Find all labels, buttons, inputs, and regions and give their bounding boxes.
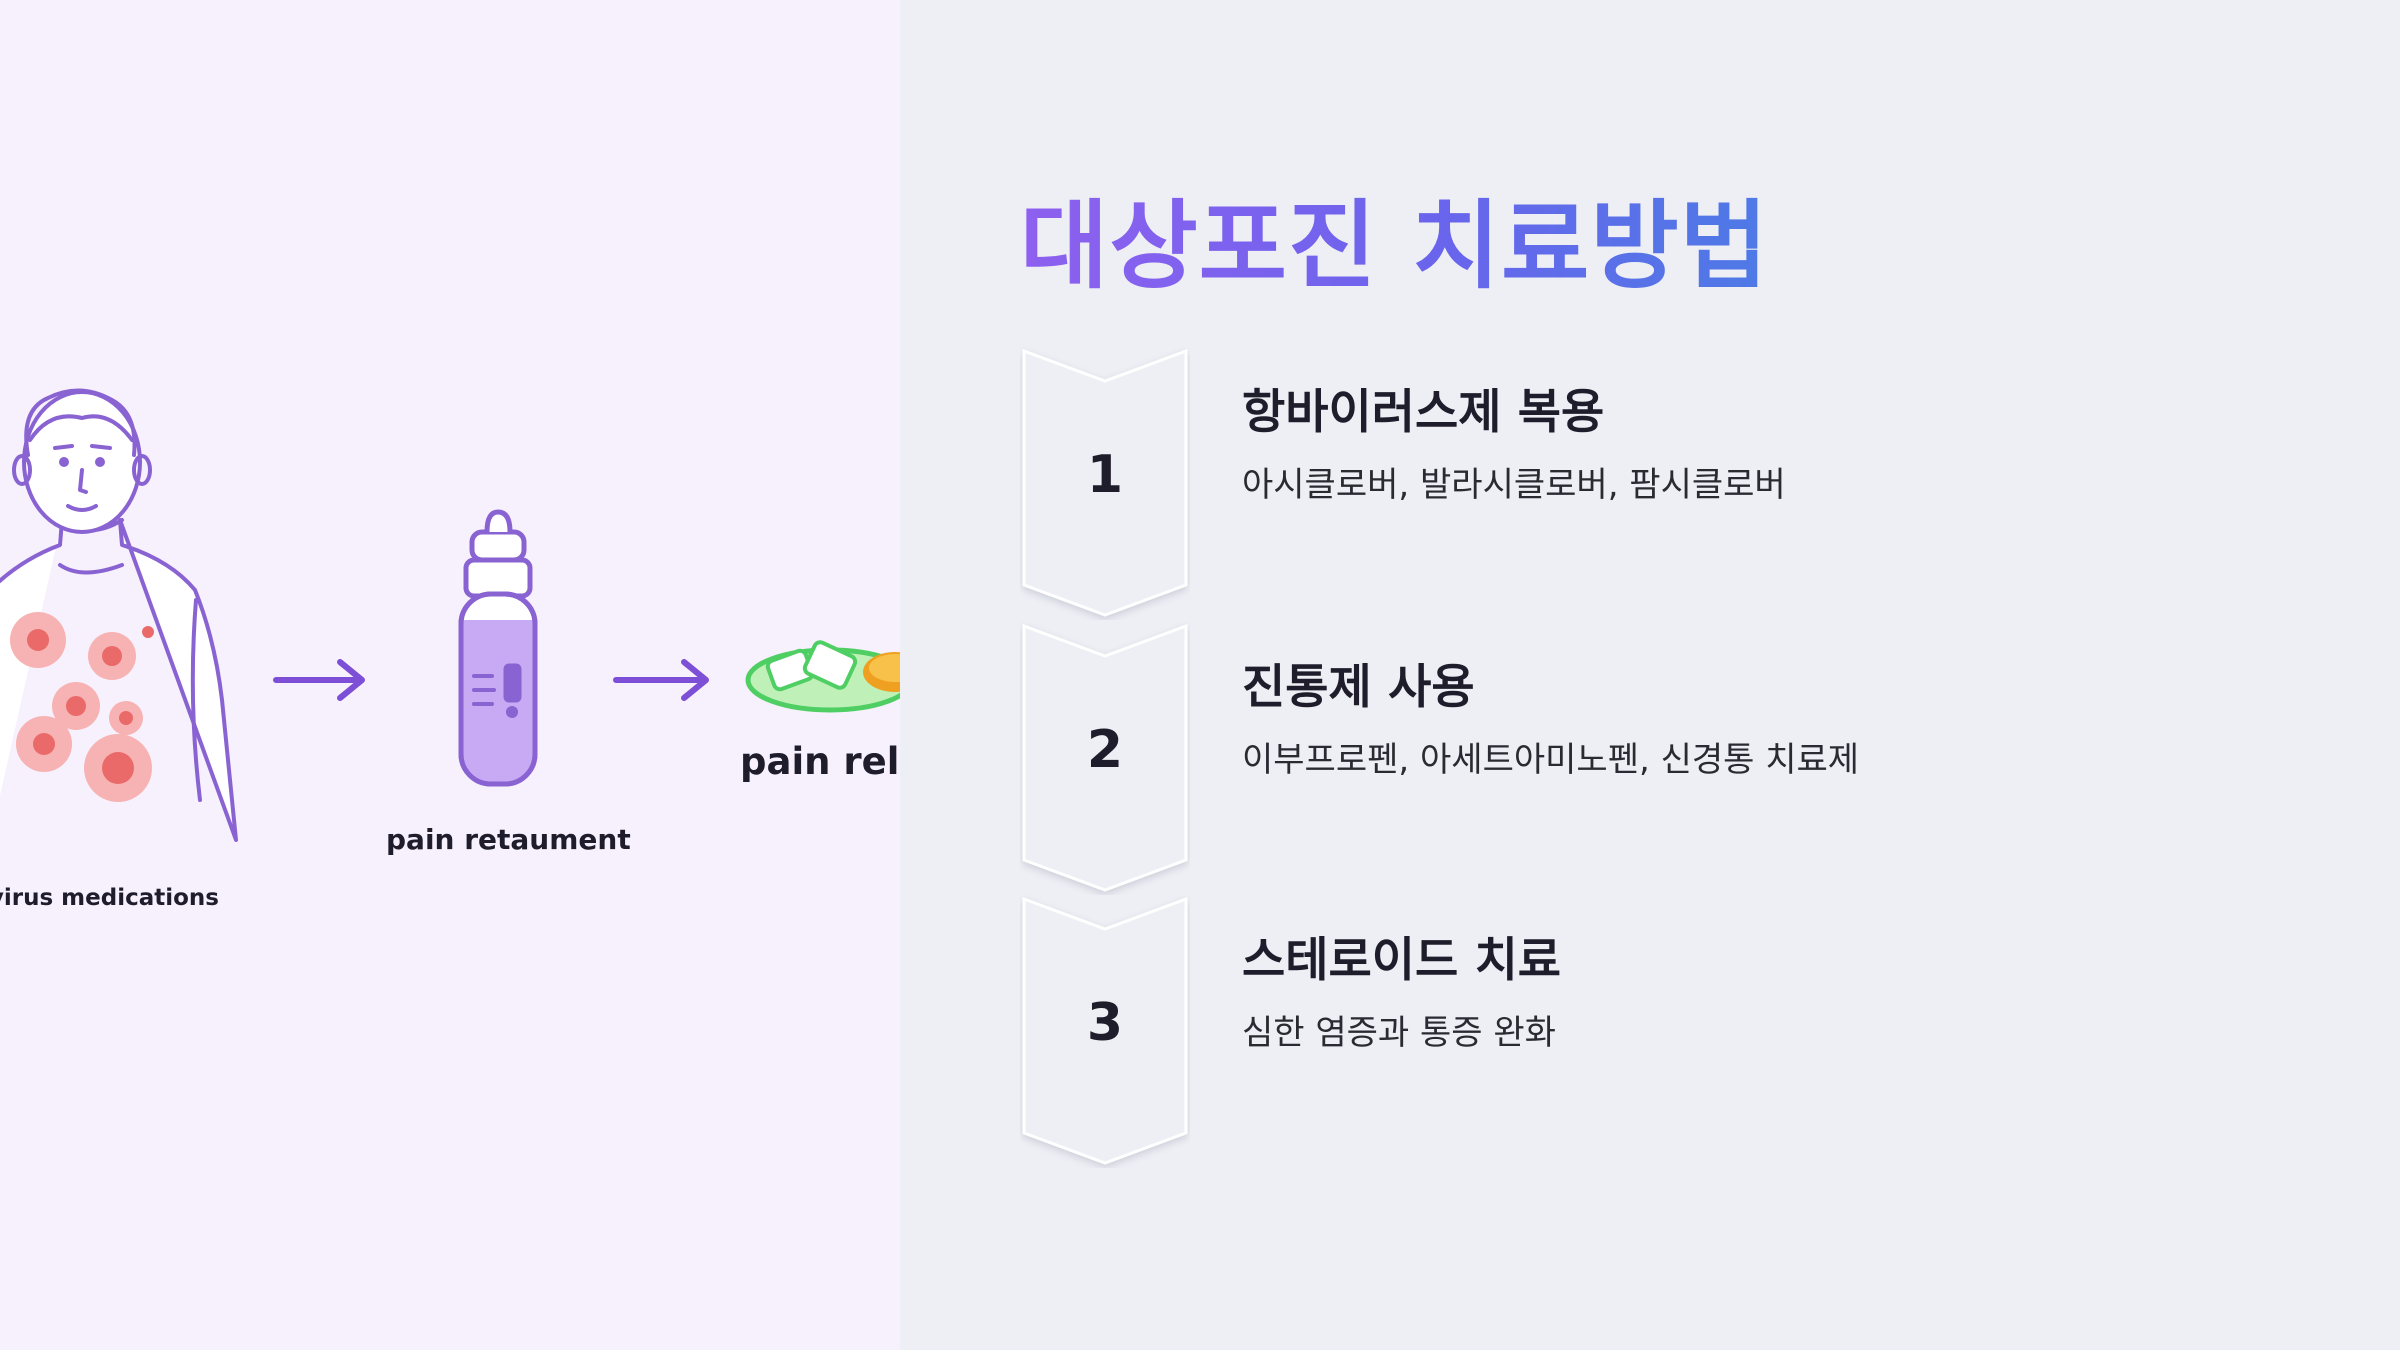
caption-pain-relief: pain relie (740, 740, 900, 783)
step-item: 3 스테로이드 치료 심한 염증과 통증 완화 (1020, 893, 2220, 1168)
chevron-badge (1022, 348, 1188, 617)
step-title: 스테로이드 치료 (1242, 933, 1562, 988)
page-title: 대상포진 치료방법 (1020, 168, 1769, 307)
step-number: 2 (1086, 720, 1124, 780)
step-title: 항바이러스제 복용 (1242, 385, 1605, 440)
pills-plate-icon (745, 640, 900, 713)
chevron-badge (1022, 896, 1188, 1165)
step-number: 3 (1086, 993, 1124, 1053)
step-description: 아시클로버, 발라시클로버, 팜시클로버 (1242, 465, 1786, 505)
medicine-bottle-icon (458, 509, 538, 787)
step-description: 심한 염증과 통증 완화 (1242, 1013, 1556, 1053)
caption-antivirus: tivirus medications (0, 885, 219, 911)
step-number: 1 (1086, 445, 1124, 505)
step-description: 이부프로펜, 아세트아미노펜, 신경통 치료제 (1242, 740, 1860, 780)
step-item: 2 진통제 사용 이부프로펜, 아세트아미노펜, 신경통 치료제 (1020, 620, 2220, 895)
step-item: 1 항바이러스제 복용 아시클로버, 발라시클로버, 팜시클로버 (1020, 345, 2220, 620)
rash-spots (10, 612, 154, 802)
content-panel: 대상포진 치료방법 1 항바이러스제 복용 아시클로버, 발라시클로버, 팜시클… (900, 0, 2400, 1350)
patient-figure (0, 388, 238, 842)
chevron-badge (1022, 623, 1188, 892)
arrow-icon (273, 659, 365, 701)
caption-pain-treatment: pain retaument (386, 823, 631, 856)
arrow-icon (613, 659, 709, 701)
illustration-panel: tivirus medications pain retaument pain … (0, 0, 900, 1350)
treatment-illustration (0, 388, 900, 842)
step-title: 진통제 사용 (1242, 660, 1475, 715)
